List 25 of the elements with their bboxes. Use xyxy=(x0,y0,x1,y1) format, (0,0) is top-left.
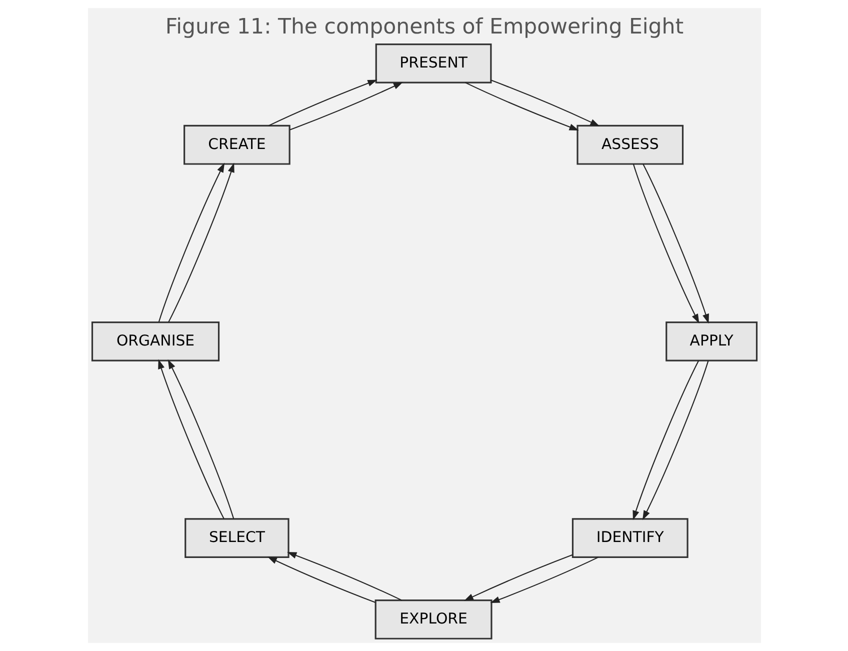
arrow xyxy=(490,556,598,604)
node-box: APPLY xyxy=(665,322,758,362)
diagram-title: Figure 11: The components of Empowering Eight xyxy=(164,14,684,40)
arrow xyxy=(632,164,699,324)
node-box: EXPLORE xyxy=(374,600,492,640)
arrow xyxy=(464,82,578,130)
arrow xyxy=(286,552,402,601)
node-box: ASSESS xyxy=(576,124,684,165)
node-box: SELECT xyxy=(184,518,289,558)
arrow xyxy=(266,556,375,603)
node-box: IDENTIFY xyxy=(571,518,688,558)
arrow xyxy=(289,82,403,130)
node-box: ORGANISE xyxy=(90,322,220,362)
arrow xyxy=(642,164,708,324)
arrow xyxy=(642,360,708,520)
node-box: CREATE xyxy=(183,124,290,165)
arrow xyxy=(463,554,572,601)
arrow xyxy=(167,359,234,519)
arrow xyxy=(632,360,699,520)
arrow xyxy=(168,162,234,322)
arrow xyxy=(158,162,224,322)
arrow xyxy=(158,359,224,520)
arrow xyxy=(268,80,377,126)
node-box: PRESENT xyxy=(374,43,492,84)
arrow xyxy=(490,80,600,126)
